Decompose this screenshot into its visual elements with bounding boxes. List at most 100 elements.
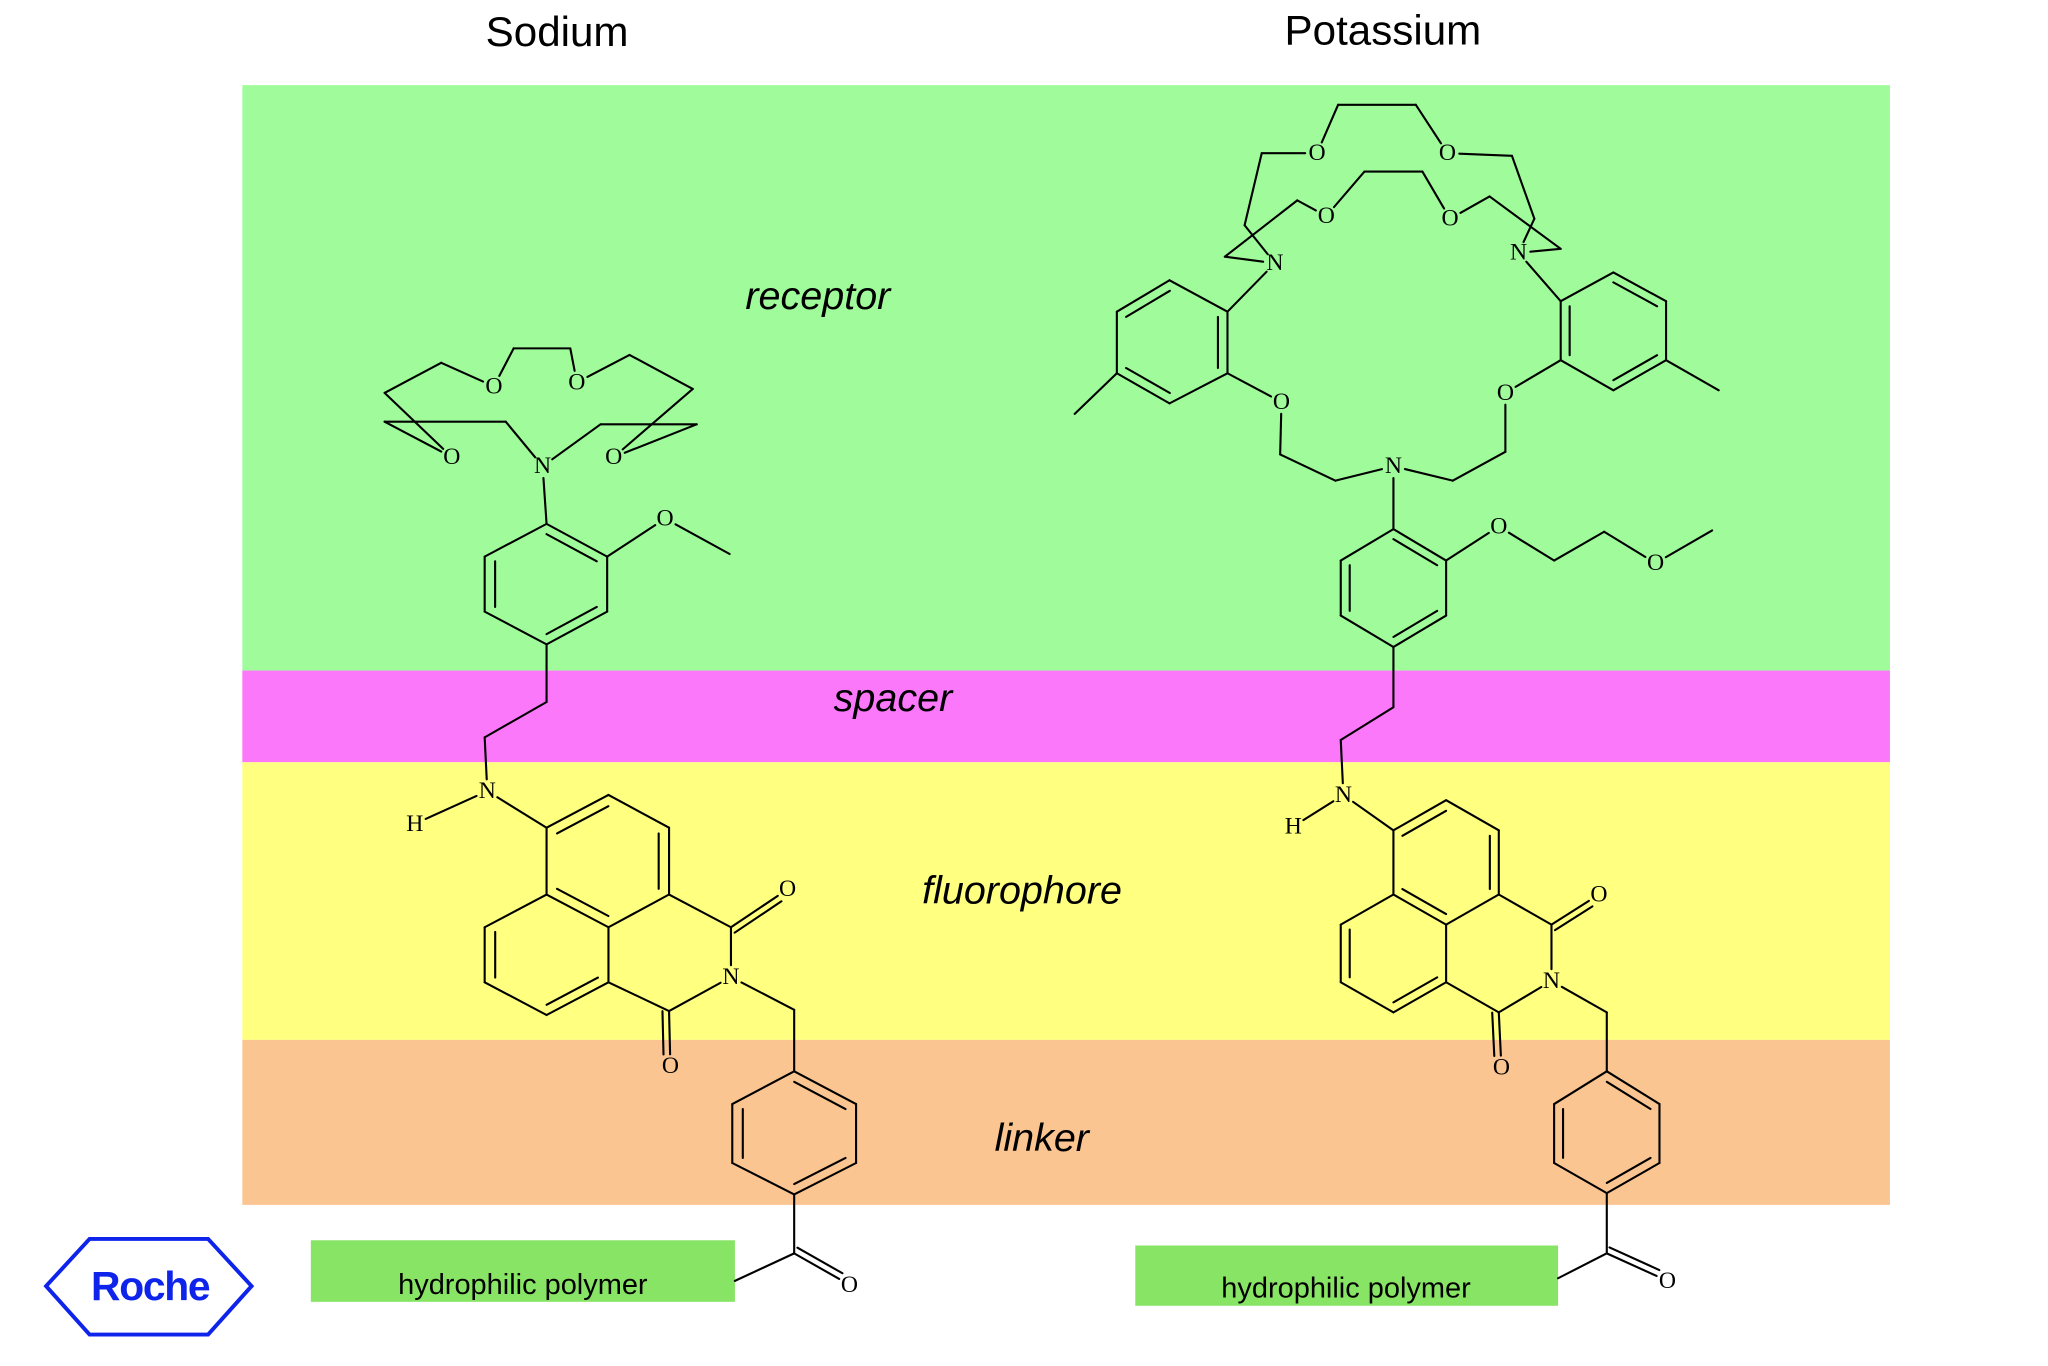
ring-bond [1392, 614, 1448, 649]
ring-bond [793, 1070, 858, 1106]
atom-label-n: N [534, 453, 551, 479]
ring-bond [545, 981, 610, 1017]
atom-label-o: O [1590, 882, 1607, 908]
bond [623, 423, 698, 454]
ring-bond [1115, 279, 1171, 313]
bond [586, 353, 631, 378]
atom-label-o: O [1308, 140, 1325, 166]
bond [1522, 217, 1536, 244]
bond [1073, 372, 1118, 415]
roche-logo: Roche [43, 1236, 255, 1337]
double-bond [668, 1010, 672, 1056]
bond [1223, 255, 1265, 263]
bond [1497, 985, 1543, 1014]
bond [1665, 359, 1720, 392]
bond [668, 893, 733, 929]
double-bond [1605, 1252, 1658, 1278]
ring-bond [731, 1070, 796, 1106]
ring-bond [1168, 372, 1229, 405]
atom-label-o: O [1318, 203, 1335, 229]
bond [1529, 247, 1562, 253]
bond [733, 1252, 796, 1282]
bond [1488, 195, 1562, 250]
ring-bond [1559, 271, 1615, 303]
bond [607, 981, 671, 1013]
spacer-band [242, 670, 1890, 763]
atom-label-n: N [1385, 453, 1402, 479]
ring-bond [1445, 799, 1500, 832]
bond [483, 700, 548, 739]
double-bond-second-line [1608, 1246, 1661, 1272]
atom-label-o: O [657, 506, 674, 532]
ring-bond [1392, 981, 1448, 1014]
ring-bond [1392, 528, 1448, 562]
ring-bond [1392, 799, 1448, 832]
bond [1514, 359, 1562, 388]
roche-logo-hexagon [43, 1236, 255, 1337]
aromatic-inner-bond [1605, 1080, 1652, 1111]
bond [1279, 412, 1283, 456]
bond [1458, 152, 1514, 157]
bond [1664, 529, 1714, 559]
bond [1507, 531, 1556, 562]
atom-label-o: O [1442, 206, 1459, 232]
atom-label-n: N [1266, 250, 1283, 276]
double-bond [729, 894, 779, 929]
ring-bond [483, 522, 548, 558]
bond [383, 420, 443, 453]
bond [483, 736, 488, 781]
aromatic-inner-bond [555, 805, 610, 835]
ring-bond [1612, 271, 1668, 303]
double-bond [1550, 899, 1590, 926]
aromatic-inner-bond [1401, 888, 1448, 916]
bond [1603, 530, 1647, 559]
bond [674, 523, 731, 556]
double-bond-second-line [1491, 1011, 1496, 1057]
bond [551, 423, 602, 461]
atom-label-o: O [662, 1053, 679, 1079]
ring-bond [731, 1161, 796, 1196]
ring-bond [1168, 279, 1229, 313]
atom-label-h: H [406, 811, 423, 837]
bond [621, 387, 694, 451]
bond [1226, 372, 1273, 398]
bond [569, 347, 576, 372]
ring-bond [1559, 359, 1615, 392]
aromatic-inner-bond [1612, 354, 1659, 382]
atom-label-o: O [485, 373, 502, 399]
bond [628, 353, 694, 391]
aromatic-inner-bond [545, 605, 598, 636]
aromatic-inner-bond [793, 1156, 847, 1186]
atom-label-n: N [1543, 968, 1560, 994]
ring-bond [1115, 372, 1171, 405]
polymer-label-sodium: hydrophilic polymer [398, 1269, 648, 1301]
bond [1445, 531, 1490, 562]
bond [1525, 260, 1562, 303]
aromatic-inner-bond [1392, 976, 1439, 1004]
ring-bond [545, 893, 610, 929]
receptor-label: receptor [745, 274, 892, 318]
double-bond [793, 1252, 841, 1280]
atom-label-o: O [779, 876, 796, 902]
ring-bond [1605, 1070, 1661, 1106]
spacer-label: spacer [834, 676, 954, 720]
double-bond-second-line [1553, 905, 1594, 932]
ring-bond [1392, 893, 1448, 926]
ring-bond [1605, 1161, 1661, 1195]
roche-logo-text: Roche [91, 1263, 210, 1309]
ring-bond [483, 610, 548, 646]
bond [496, 796, 548, 829]
bond [1243, 152, 1263, 227]
aromatic-inner-bond [1392, 538, 1439, 567]
aromatic-inner-bond [1125, 289, 1171, 318]
bond [1421, 170, 1446, 210]
aromatic-inner-bond [793, 1080, 847, 1111]
atom-label-n: N [479, 778, 496, 804]
polymer-label-potassium: hydrophilic polymer [1221, 1273, 1471, 1305]
aromatic-inner-bond [555, 887, 610, 918]
atom-label-o: O [1647, 550, 1664, 576]
ring-bond [1612, 359, 1668, 392]
atom-label-n: N [1335, 782, 1352, 808]
atom-label-o: O [443, 444, 460, 470]
